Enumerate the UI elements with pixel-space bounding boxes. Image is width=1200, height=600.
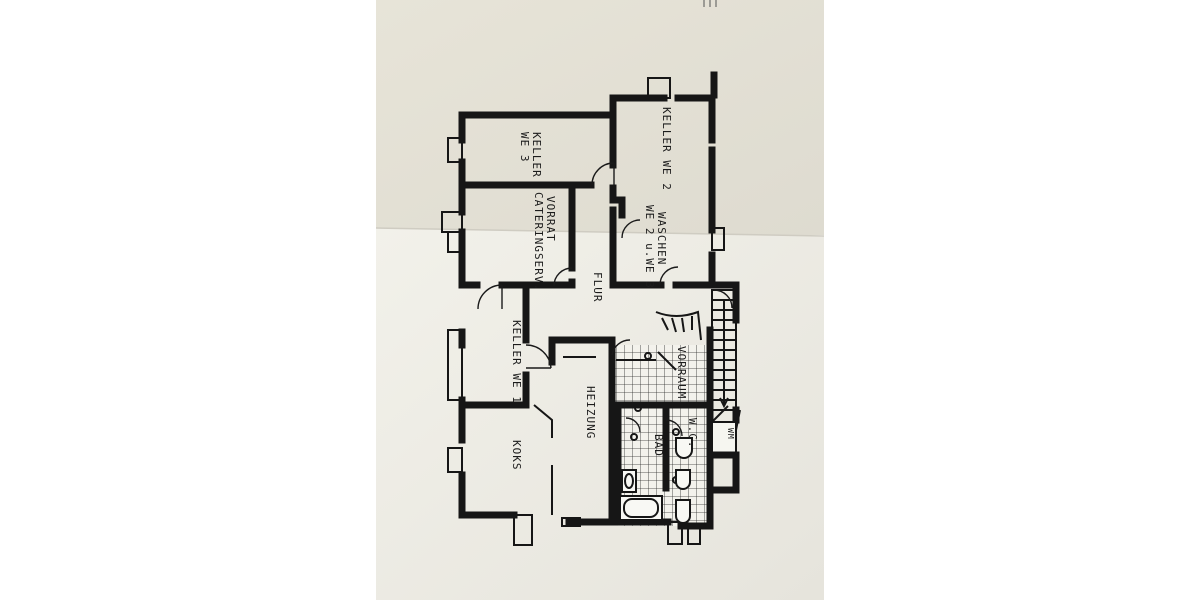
outer-walls-bath (706, 451, 740, 494)
door-swings (477, 162, 733, 437)
label-keller-we3-line1: KELLER (530, 132, 543, 178)
sink-wc (675, 469, 691, 490)
label-wc: W.C. (686, 418, 699, 449)
label-keller-we1: KELLER WE 1 (510, 320, 523, 404)
label-bad: BAD (652, 434, 665, 457)
label-koks: KOKS (510, 440, 523, 471)
label-vorrat-line2: CATERINGSERV. (532, 192, 545, 291)
window-markers (441, 77, 725, 546)
room-labels: KELLER WE 3 KELLER WE 2 VORRAT CATERINGS… (510, 107, 735, 471)
label-flur: FLUR (591, 272, 604, 303)
tick-marks (703, 0, 717, 7)
outer-walls (458, 71, 740, 530)
label-vorraum: VORRAUM (675, 346, 688, 399)
label-waschen-line2: WE 2 u.WE 3 (643, 205, 656, 289)
floor-plan: KELLER WE 3 KELLER WE 2 VORRAT CATERINGS… (376, 0, 824, 600)
toilet-wc (675, 437, 693, 459)
room-details (525, 351, 680, 527)
label-vorrat-line1: VORRAT (544, 196, 557, 242)
label-heizung: HEIZUNG (584, 386, 597, 439)
washing-machine-box (711, 421, 737, 455)
toilet-bad (675, 499, 691, 524)
floor-plan-photo: KELLER WE 3 KELLER WE 2 VORRAT CATERINGS… (376, 0, 824, 600)
label-keller-we3-line2: WE 3 (518, 132, 531, 163)
label-wm: WM (726, 428, 735, 440)
bathroom-fixtures (619, 405, 741, 524)
label-keller-we2: KELLER WE 2 (660, 107, 673, 191)
label-waschen-line1: WASCHEN (655, 212, 668, 265)
